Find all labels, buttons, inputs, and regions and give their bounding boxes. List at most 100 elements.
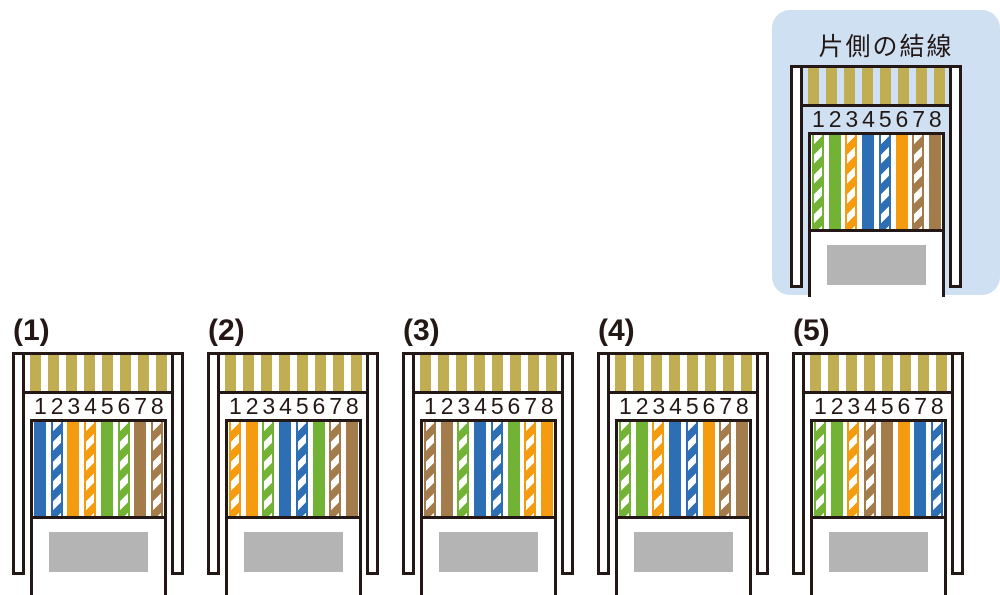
- wire-white-orange: [524, 422, 537, 516]
- pin-strip: [30, 355, 167, 391]
- connector-top-edge: [597, 352, 769, 355]
- gold-pin: [297, 355, 308, 391]
- gold-pin: [669, 355, 680, 391]
- gold-pin: [510, 355, 521, 391]
- wire-box: [808, 132, 945, 229]
- pin-number: 7: [914, 393, 928, 419]
- gold-pin: [420, 355, 431, 391]
- gold-pin: [474, 355, 485, 391]
- pin-number: 6: [507, 393, 521, 419]
- pin-number: 7: [134, 393, 148, 419]
- pin-number: 2: [50, 393, 64, 419]
- pin-number: 6: [117, 393, 131, 419]
- connector-right-rail: [561, 355, 574, 575]
- pin-number: 5: [490, 393, 504, 419]
- cable-sheath: [49, 532, 148, 572]
- gold-pin: [864, 355, 875, 391]
- wire-orange: [895, 135, 908, 229]
- option-label: (4): [598, 314, 635, 347]
- gold-pin: [615, 355, 626, 391]
- pin-number: 8: [930, 393, 944, 419]
- option-label: (3): [403, 314, 440, 347]
- pin-number: 3: [262, 393, 276, 419]
- pin-baseline: [25, 391, 171, 394]
- gold-pin: [351, 355, 362, 391]
- wire-white-brown: [424, 422, 436, 516]
- pin-number: 7: [912, 106, 926, 132]
- wire-green: [830, 422, 843, 516]
- pin-number: 8: [735, 393, 749, 419]
- cable-sheath: [829, 532, 928, 572]
- wire-white-blue: [295, 422, 308, 516]
- pin-number: 2: [830, 393, 844, 419]
- wire-orange: [245, 422, 258, 516]
- connector-top-edge: [790, 65, 962, 68]
- cable-boot: [420, 516, 557, 595]
- gold-pin: [66, 355, 77, 391]
- cable-boot: [30, 516, 167, 595]
- gold-pin: [156, 355, 167, 391]
- wire-brown: [134, 422, 147, 516]
- pin-number: 4: [474, 393, 487, 419]
- pin-strip: [420, 355, 557, 391]
- pin-number: 4: [864, 393, 877, 419]
- reference-title: 片側の結線: [818, 33, 954, 61]
- connector-top-edge: [207, 352, 379, 355]
- gold-pin: [844, 68, 855, 104]
- wire-white-brown: [864, 422, 877, 516]
- gold-pin: [315, 355, 326, 391]
- pin-number: 3: [457, 393, 471, 419]
- pin-number: 4: [279, 393, 292, 419]
- pin-number: 6: [897, 393, 911, 419]
- wire-white-blue: [50, 422, 63, 516]
- pin-number: 7: [329, 393, 343, 419]
- connector-right-rail: [366, 355, 379, 575]
- pin-baseline: [803, 104, 949, 107]
- gold-pin: [808, 68, 819, 104]
- wire-blue: [279, 422, 292, 516]
- wire-white-brown: [329, 422, 342, 516]
- pin-number: 2: [635, 393, 649, 419]
- cable-boot: [615, 516, 752, 595]
- pin-number: 8: [928, 106, 942, 132]
- wire-box: [615, 419, 752, 516]
- gold-pin: [492, 355, 503, 391]
- connector-left-rail: [792, 355, 805, 575]
- connector-left-rail: [790, 68, 803, 288]
- connector-top-edge: [402, 352, 574, 355]
- wire-white-orange: [845, 135, 858, 229]
- pin-strip: [225, 355, 362, 391]
- gold-pin: [880, 68, 891, 104]
- wire-green: [100, 422, 113, 516]
- gold-pin: [456, 355, 467, 391]
- wire-brown: [440, 422, 453, 516]
- gold-pin: [862, 68, 873, 104]
- wire-box: [420, 419, 557, 516]
- gold-pin: [546, 355, 557, 391]
- cable-sheath: [634, 532, 733, 572]
- gold-pin: [438, 355, 449, 391]
- gold-pin: [846, 355, 857, 391]
- gold-pin: [633, 355, 644, 391]
- gold-pin: [102, 355, 113, 391]
- cable-sheath: [244, 532, 343, 572]
- wire-white-orange: [229, 422, 241, 516]
- connector-left-rail: [207, 355, 220, 575]
- pin-number: 5: [878, 106, 892, 132]
- gold-pin: [898, 68, 909, 104]
- pin-number: 1: [34, 393, 47, 419]
- gold-pin: [705, 355, 716, 391]
- wire-green: [507, 422, 520, 516]
- pin-number: 2: [828, 106, 842, 132]
- option-label: (1): [13, 314, 50, 347]
- connector-left-rail: [402, 355, 415, 575]
- connector-top-edge: [792, 352, 964, 355]
- wire-blue: [862, 135, 875, 229]
- gold-pin: [225, 355, 236, 391]
- pin-baseline: [220, 391, 366, 394]
